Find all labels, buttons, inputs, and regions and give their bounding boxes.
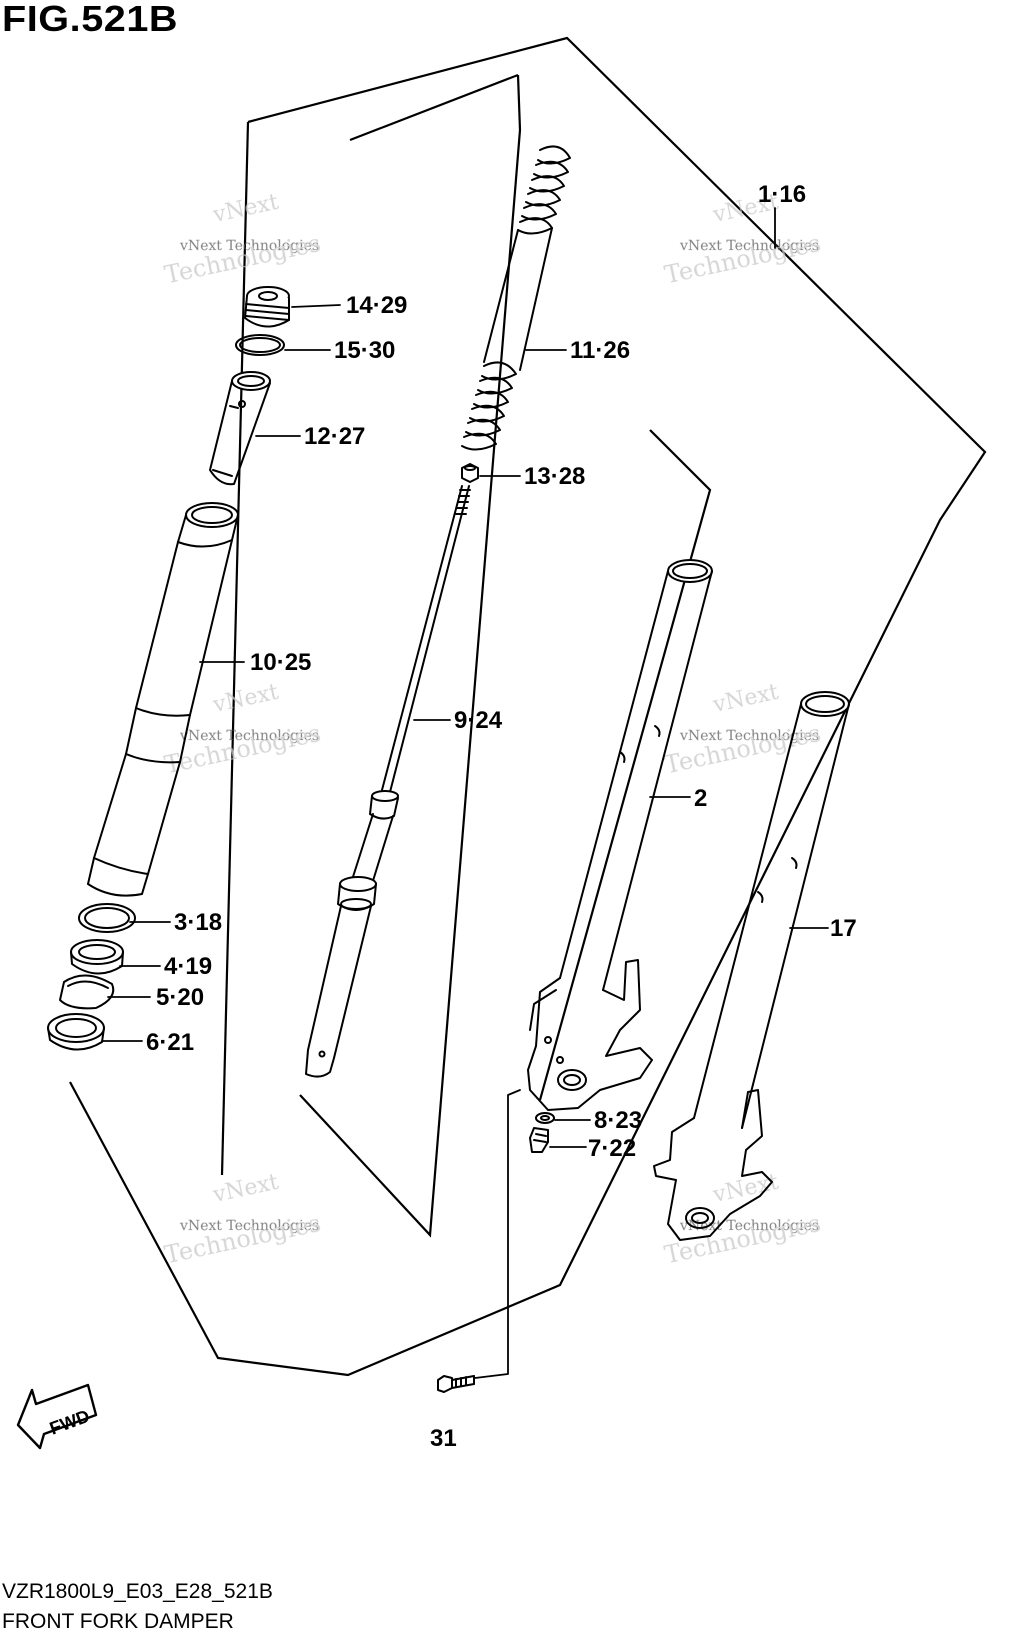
upper-spring-part bbox=[483, 145, 571, 371]
washer-part bbox=[535, 1112, 555, 1124]
lower-spring-part bbox=[461, 361, 517, 451]
callout-13-28: 13·28 bbox=[524, 463, 585, 490]
watermark-line2: vNext Technologies bbox=[179, 238, 319, 254]
callout-9-24: 9·24 bbox=[454, 707, 503, 734]
figure-title: FIG.521B bbox=[2, 0, 179, 39]
inner-tube-alt-part bbox=[653, 691, 850, 1241]
o-ring-part bbox=[235, 334, 285, 356]
dust-seal-part bbox=[47, 1013, 105, 1051]
callout-12-27: 12·27 bbox=[304, 423, 365, 450]
watermark-line1: vNext bbox=[210, 680, 281, 718]
inner-tube-part bbox=[527, 559, 713, 1111]
drain-bolt-part bbox=[529, 1127, 549, 1153]
watermark-line2: vNext Technologies bbox=[679, 238, 819, 254]
callout-4-19: 4·19 bbox=[164, 953, 212, 980]
watermark-line2: vNext Technologies bbox=[179, 1218, 319, 1234]
fwd-arrow-icon bbox=[16, 1383, 98, 1450]
oil-seal-part bbox=[70, 939, 124, 975]
callout-5-20: 5·20 bbox=[156, 984, 204, 1011]
callout-7-22: 7·22 bbox=[588, 1135, 636, 1162]
callout-3-18: 3·18 bbox=[174, 909, 222, 936]
stopper-ring-part bbox=[59, 974, 115, 1010]
footer-name: FRONT FORK DAMPER bbox=[2, 1610, 234, 1633]
watermark-line2: vNext Technologies bbox=[679, 728, 819, 744]
callout-1-16: 1·16 bbox=[758, 181, 806, 208]
callout-15-30: 15·30 bbox=[334, 337, 395, 364]
footer-code: VZR1800L9_E03_E28_521B bbox=[2, 1580, 273, 1603]
damper-rod-part bbox=[305, 485, 471, 1078]
watermark-line2: vNext Technologies bbox=[179, 728, 319, 744]
axle-bolt-part bbox=[437, 1375, 475, 1393]
callout-14-29: 14·29 bbox=[346, 292, 407, 319]
callout-10-25: 10·25 bbox=[250, 649, 311, 676]
callout-6-21: 6·21 bbox=[146, 1029, 194, 1056]
callout-8-23: 8·23 bbox=[594, 1107, 642, 1134]
callout-11-26: 11·26 bbox=[570, 337, 630, 364]
lock-nut-part bbox=[461, 463, 479, 483]
watermark-line1: vNext bbox=[710, 680, 781, 718]
outer-tube-part bbox=[87, 502, 239, 897]
watermark-line1: vNext bbox=[210, 1170, 281, 1208]
callout-2: 2 bbox=[694, 785, 707, 812]
cap-bolt-part bbox=[244, 286, 290, 328]
o-ring-inner bbox=[239, 337, 281, 353]
callout-17: 17 bbox=[830, 915, 857, 942]
seal-ring-part bbox=[78, 903, 136, 933]
spacer-part bbox=[209, 371, 271, 486]
callout-31: 31 bbox=[430, 1425, 457, 1452]
callout-labels: 1·16 14·29 15·30 11·26 12·27 13·28 10·25… bbox=[146, 181, 857, 1452]
leader-lines bbox=[101, 207, 829, 1379]
